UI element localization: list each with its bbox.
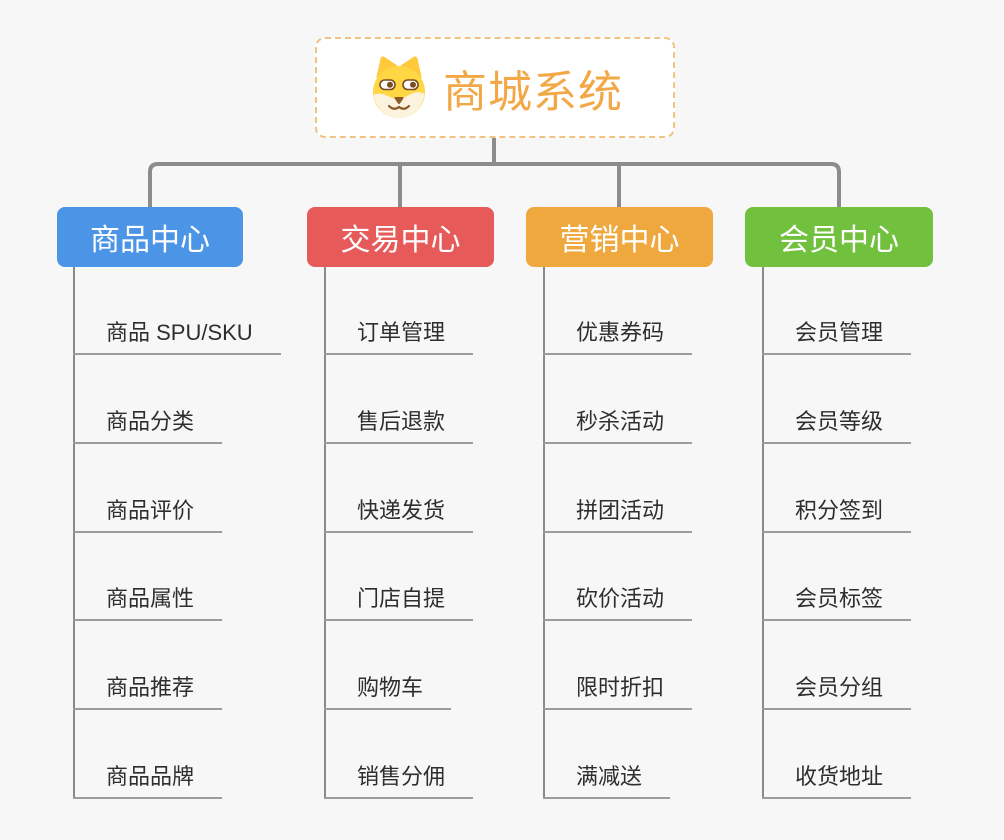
child-topic[interactable]: 砍价活动: [543, 533, 693, 622]
child-topic[interactable]: 收货地址: [762, 710, 912, 799]
root-title: 商城系统: [443, 67, 623, 117]
child-topic[interactable]: 商品推荐: [73, 621, 223, 710]
child-topic[interactable]: 门店自提: [324, 533, 474, 622]
child-topic[interactable]: 会员等级: [762, 355, 912, 444]
branch-product-center[interactable]: 商品中心: [57, 207, 243, 267]
child-topic[interactable]: 会员分组: [762, 621, 912, 710]
child-topic[interactable]: 优惠券码: [543, 266, 693, 355]
branch-label: 商品中心: [90, 224, 210, 257]
branch-label: 会员中心: [779, 224, 899, 257]
trade-center-children: 订单管理 售后退款 快递发货 门店自提 购物车 销售分佣: [324, 266, 474, 799]
child-topic[interactable]: 快递发货: [324, 444, 474, 533]
child-topic[interactable]: 限时折扣: [543, 621, 693, 710]
child-topic[interactable]: 拼团活动: [543, 444, 693, 533]
child-topic[interactable]: 会员管理: [762, 266, 912, 355]
member-center-children: 会员管理 会员等级 积分签到 会员标签 会员分组 收货地址: [762, 266, 912, 799]
child-topic[interactable]: 会员标签: [762, 533, 912, 622]
child-topic[interactable]: 商品品牌: [73, 710, 223, 799]
marketing-center-children: 优惠券码 秒杀活动 拼团活动 砍价活动 限时折扣 满减送: [543, 266, 693, 799]
doge-icon: [373, 56, 425, 118]
child-topic[interactable]: 商品 SPU/SKU: [73, 266, 281, 355]
branch-member-center[interactable]: 会员中心: [745, 207, 933, 267]
child-topic[interactable]: 秒杀活动: [543, 355, 693, 444]
child-topic[interactable]: 购物车: [324, 621, 452, 710]
root-node[interactable]: 商城系统: [315, 37, 675, 138]
branch-label: 交易中心: [340, 224, 461, 257]
child-topic[interactable]: 商品属性: [73, 533, 223, 622]
child-topic[interactable]: 商品分类: [73, 355, 223, 444]
child-topic[interactable]: 满减送: [543, 710, 671, 799]
child-topic[interactable]: 售后退款: [324, 355, 474, 444]
branch-marketing-center[interactable]: 营销中心: [526, 207, 713, 267]
branch-trade-center[interactable]: 交易中心: [307, 207, 494, 267]
child-topic[interactable]: 商品评价: [73, 444, 223, 533]
branch-label: 营销中心: [559, 224, 680, 257]
child-topic[interactable]: 积分签到: [762, 444, 912, 533]
product-center-children: 商品 SPU/SKU 商品分类 商品评价 商品属性 商品推荐 商品品牌: [73, 266, 281, 799]
child-topic[interactable]: 订单管理: [324, 266, 474, 355]
child-topic[interactable]: 销售分佣: [324, 710, 474, 799]
